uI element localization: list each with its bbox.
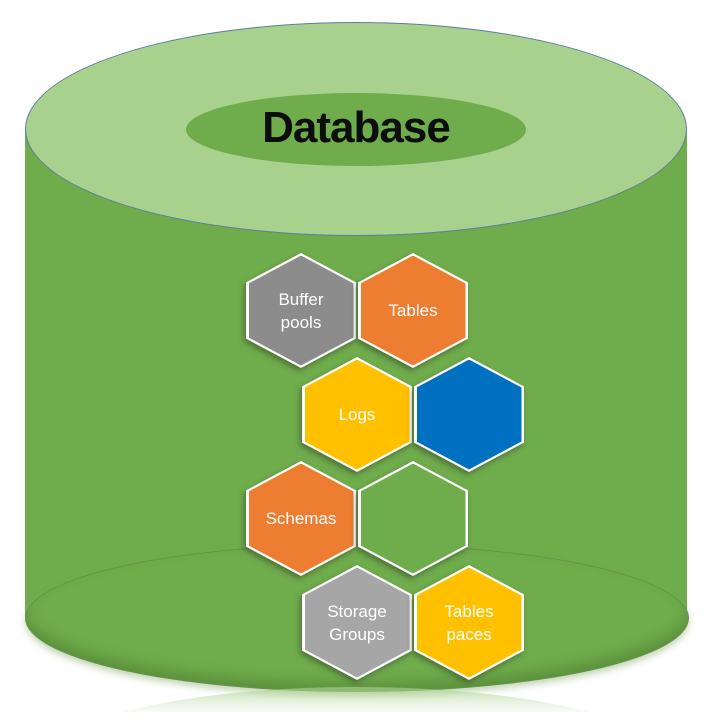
hexagon-fill [416,359,522,470]
hexagon-fill: Tables [360,255,466,366]
hexagon-border: Tables [358,253,468,368]
hexagon-tables: Tables [358,253,468,368]
hexagon-unlabeled-green [358,461,468,576]
hexagon-label: Storage Groups [327,601,387,644]
hexagon-tablespaces: Tables paces [414,565,524,680]
hexagon-fill: Tables paces [416,567,522,678]
hexagon-border: Schemas [246,461,356,576]
hexagon-logs: Logs [302,357,412,472]
hexagon-label: Schemas [265,509,337,528]
hexagon-border: Buffer pools [246,253,356,368]
hexagon-border: Storage Groups [302,565,412,680]
hexagon-buffer-pools: Buffer pools [246,253,356,368]
hexagon-border: Logs [302,357,412,472]
hexagon-label: Tables paces [444,601,494,644]
hexagon-unlabeled-blue [414,357,524,472]
hexagon-label: Tables [388,301,438,320]
hexagon-label: Buffer pools [278,289,324,332]
hexagon-fill: Schemas [248,463,354,574]
hexagon-border: Tables paces [414,565,524,680]
hexagon-fill: Buffer pools [248,255,354,366]
hexagon-fill: Logs [304,359,410,470]
hexagon-label: Logs [338,405,376,424]
cylinder-top-cap: Database [25,22,687,236]
hexagon-fill: Storage Groups [304,567,410,678]
hexagon-storage-groups: Storage Groups [302,565,412,680]
hexagon-fill [360,463,466,574]
database-title: Database [262,103,451,152]
hexagon-border [358,461,468,576]
title-ellipse: Database [186,92,526,166]
hexagon-border [414,357,524,472]
hexagon-schemas: Schemas [246,461,356,576]
